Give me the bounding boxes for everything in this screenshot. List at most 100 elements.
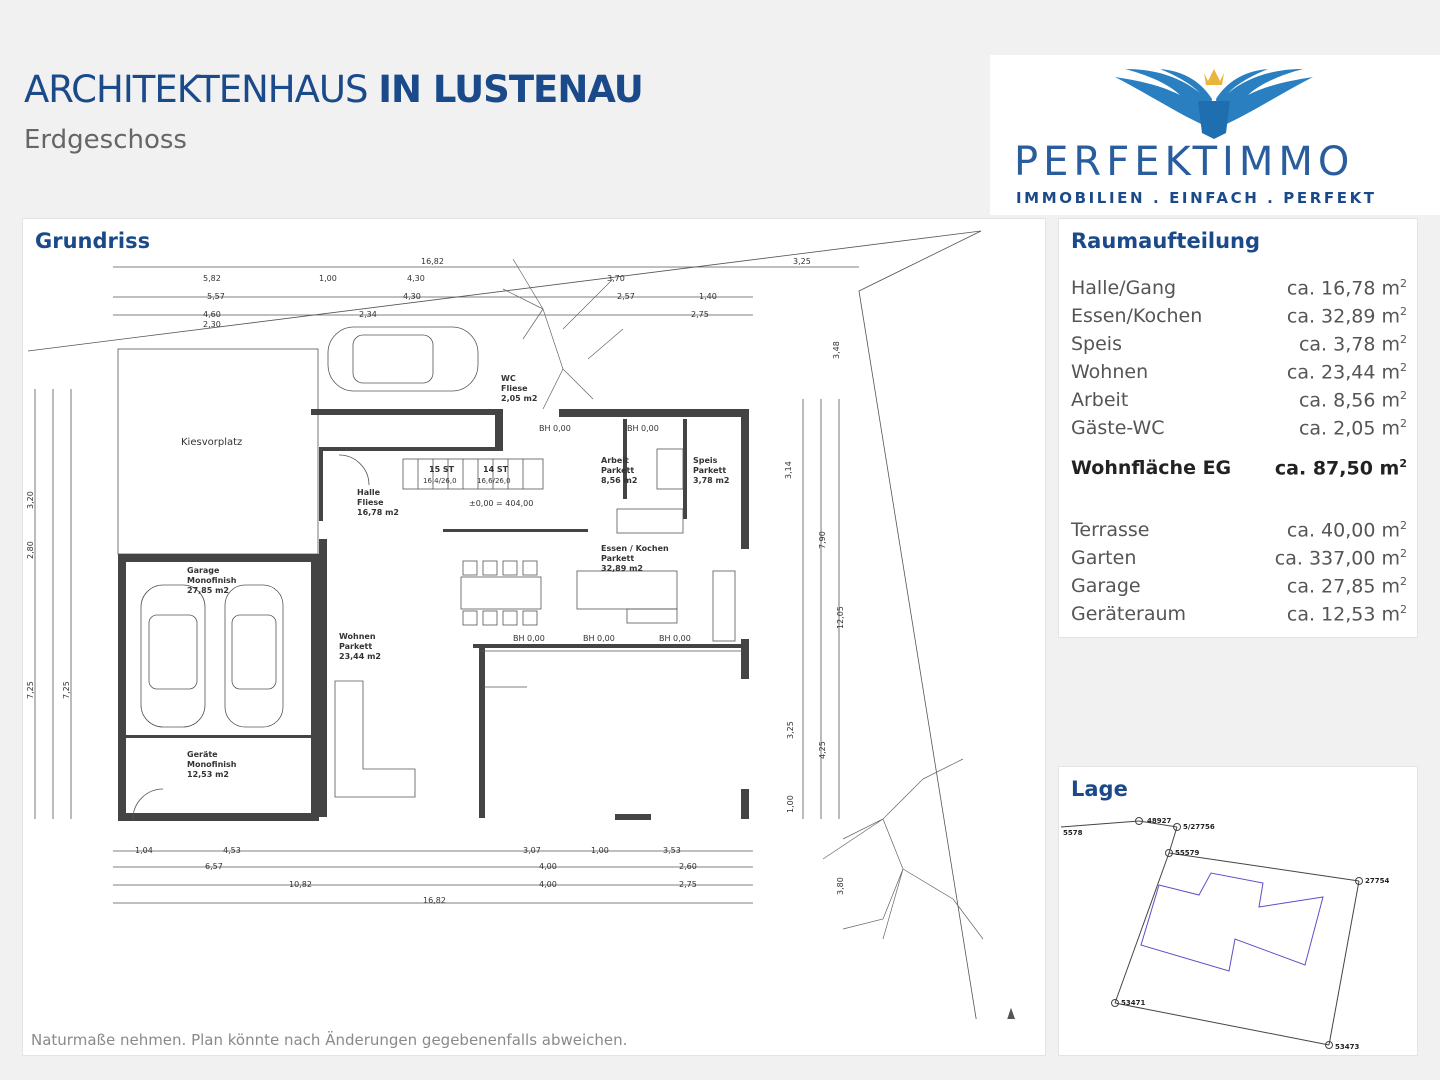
label-bh-1: BH 0,00 <box>539 424 571 433</box>
label-garage-1: Garage <box>187 566 220 575</box>
room-name: Speis <box>1071 333 1122 355</box>
room-area: ca. 2,05 m2 <box>1298 417 1407 440</box>
room-row: Garage ca. 27,85 m2 <box>1071 575 1407 601</box>
dim-bottom-7: 4,00 <box>539 862 557 871</box>
room-row: Wohnen ca. 23,44 m2 <box>1071 361 1407 387</box>
room-row: Terrasse ca. 40,00 m2 <box>1071 519 1407 545</box>
label-halle-2: Fliese <box>357 498 384 507</box>
room-name: Gäste-WC <box>1071 417 1165 439</box>
dim-left-2: 2,80 <box>26 541 35 559</box>
dim-right-3: 7,90 <box>818 531 827 549</box>
dim-top-2: 5,82 <box>203 274 221 283</box>
title-light: ARCHITEKTENHAUS <box>24 68 368 111</box>
label-arbeit-1: Arbeit <box>601 456 629 465</box>
plan-disclaimer: Naturmaße nehmen. Plan könnte nach Änder… <box>31 1031 628 1049</box>
dim-right-7: 1,00 <box>786 795 795 813</box>
parcel-label: 55579 <box>1175 849 1199 857</box>
room-area: ca. 8,56 m2 <box>1298 389 1407 412</box>
label-geraete-1: Geräte <box>187 750 218 759</box>
label-wohnen-1: Wohnen <box>339 632 376 641</box>
room-area: ca. 27,85 m2 <box>1286 575 1407 598</box>
dim-top-11: 4,60 <box>203 310 221 319</box>
label-wohnen-3: 23,44 m2 <box>339 652 381 661</box>
parcel-label: 5578 <box>1063 829 1083 837</box>
dim-bottom-10: 4,00 <box>539 880 557 889</box>
room-row: Speis ca. 3,78 m2 <box>1071 333 1407 359</box>
floor-plan-drawing: Kiesvorplatz Garage Monofinish 27,85 m2 … <box>26 230 1015 1019</box>
parcel-label: 48927 <box>1147 817 1171 825</box>
label-bh-5: BH 0,00 <box>659 634 691 643</box>
logo-tagline: IMMOBILIEN . EINFACH . PERFEKT <box>1016 189 1377 207</box>
room-area: ca. 16,78 m2 <box>1286 277 1407 300</box>
dim-top-4: 4,30 <box>407 274 425 283</box>
label-speis-3: 3,78 m2 <box>693 476 729 485</box>
label-geraete-2: Monofinish <box>187 760 237 769</box>
label-wc-1: WC <box>501 374 516 383</box>
dim-bottom-5: 3,53 <box>663 846 681 855</box>
label-essen-3: 32,89 m2 <box>601 564 643 573</box>
label-arbeit-2: Parkett <box>601 466 634 475</box>
dim-top-9: 2,57 <box>617 292 635 301</box>
room-breakdown-panel: Raumaufteilung Halle/Gang ca. 16,78 m2 E… <box>1058 218 1418 638</box>
dim-right-5: 3,25 <box>786 721 795 739</box>
page-subtitle: Erdgeschoss <box>24 125 187 155</box>
dim-top-13: 2,30 <box>203 320 221 329</box>
location-heading: Lage <box>1071 777 1128 801</box>
room-name: Terrasse <box>1071 519 1150 541</box>
room-area: ca. 337,00 m2 <box>1274 547 1407 570</box>
label-speis-1: Speis <box>693 456 718 465</box>
location-panel: Lage 5578 48927 5/27756 55579 27754 5347… <box>1058 766 1418 1056</box>
dim-right-8: 3,80 <box>836 877 845 895</box>
dim-bottom-3: 3,07 <box>523 846 541 855</box>
dim-top-1: 16,82 <box>421 257 444 266</box>
logo-name: PERFEKTIMMO <box>1014 139 1355 185</box>
label-speis-2: Parkett <box>693 466 726 475</box>
dim-bottom-4: 1,00 <box>591 846 609 855</box>
label-wohnen-2: Parkett <box>339 642 372 651</box>
label-kiesvorplatz: Kiesvorplatz <box>181 437 242 448</box>
dim-bottom-1: 1,04 <box>135 846 153 855</box>
room-name: Wohnen <box>1071 361 1149 383</box>
total-area: ca. 87,50 m2 <box>1274 457 1407 480</box>
dim-top-5: 3,70 <box>607 274 625 283</box>
room-area: ca. 40,00 m2 <box>1286 519 1407 542</box>
dim-top-7: 5,57 <box>207 292 225 301</box>
label-wc-3: 2,05 m2 <box>501 394 537 403</box>
floor-plan-panel: Grundriss <box>22 218 1046 1056</box>
dim-top-10: 1,40 <box>699 292 717 301</box>
label-essen-2: Parkett <box>601 554 634 563</box>
dim-left-4: 7,25 <box>62 681 71 699</box>
dim-left-3: 7,25 <box>26 681 35 699</box>
room-breakdown-heading: Raumaufteilung <box>1071 229 1261 253</box>
label-stairs-1: 15 ST <box>429 465 455 474</box>
room-area: ca. 3,78 m2 <box>1298 333 1407 356</box>
label-garage-3: 27,85 m2 <box>187 586 229 595</box>
dim-top-12: 2,34 <box>359 310 377 319</box>
title-bold: IN LUSTENAU <box>378 68 644 111</box>
room-area: ca. 12,53 m2 <box>1286 603 1407 626</box>
logo: PERFEKTIMMO IMMOBILIEN . EINFACH . PERFE… <box>990 55 1440 215</box>
dim-top-3: 1,00 <box>319 274 337 283</box>
label-arbeit-3: 8,56 m2 <box>601 476 637 485</box>
room-area: ca. 32,89 m2 <box>1286 305 1407 328</box>
dim-right-6: 4,25 <box>818 741 827 759</box>
parcel-label: 27754 <box>1365 877 1389 885</box>
label-bh-4: BH 0,00 <box>583 634 615 643</box>
living-area-total: Wohnfläche EG ca. 87,50 m2 <box>1071 457 1407 483</box>
dim-bottom-12: 16,82 <box>423 896 446 905</box>
label-wc-2: Fliese <box>501 384 528 393</box>
dim-right-4: 12,05 <box>836 606 845 629</box>
dim-right-2: 3,14 <box>784 461 793 479</box>
room-name: Garten <box>1071 547 1137 569</box>
room-name: Garage <box>1071 575 1141 597</box>
room-name: Essen/Kochen <box>1071 305 1203 327</box>
dim-right-1: 3,48 <box>832 341 841 359</box>
label-halle-3: 16,78 m2 <box>357 508 399 517</box>
room-row: Halle/Gang ca. 16,78 m2 <box>1071 277 1407 303</box>
parcel-label: 5/27756 <box>1183 823 1215 831</box>
label-essen-1: Essen / Kochen <box>601 544 669 553</box>
dim-top-8: 4,30 <box>403 292 421 301</box>
room-row: Gäste-WC ca. 2,05 m2 <box>1071 417 1407 443</box>
room-name: Geräteraum <box>1071 603 1187 625</box>
label-stairs-4: 16,6/26,0 <box>477 477 511 485</box>
